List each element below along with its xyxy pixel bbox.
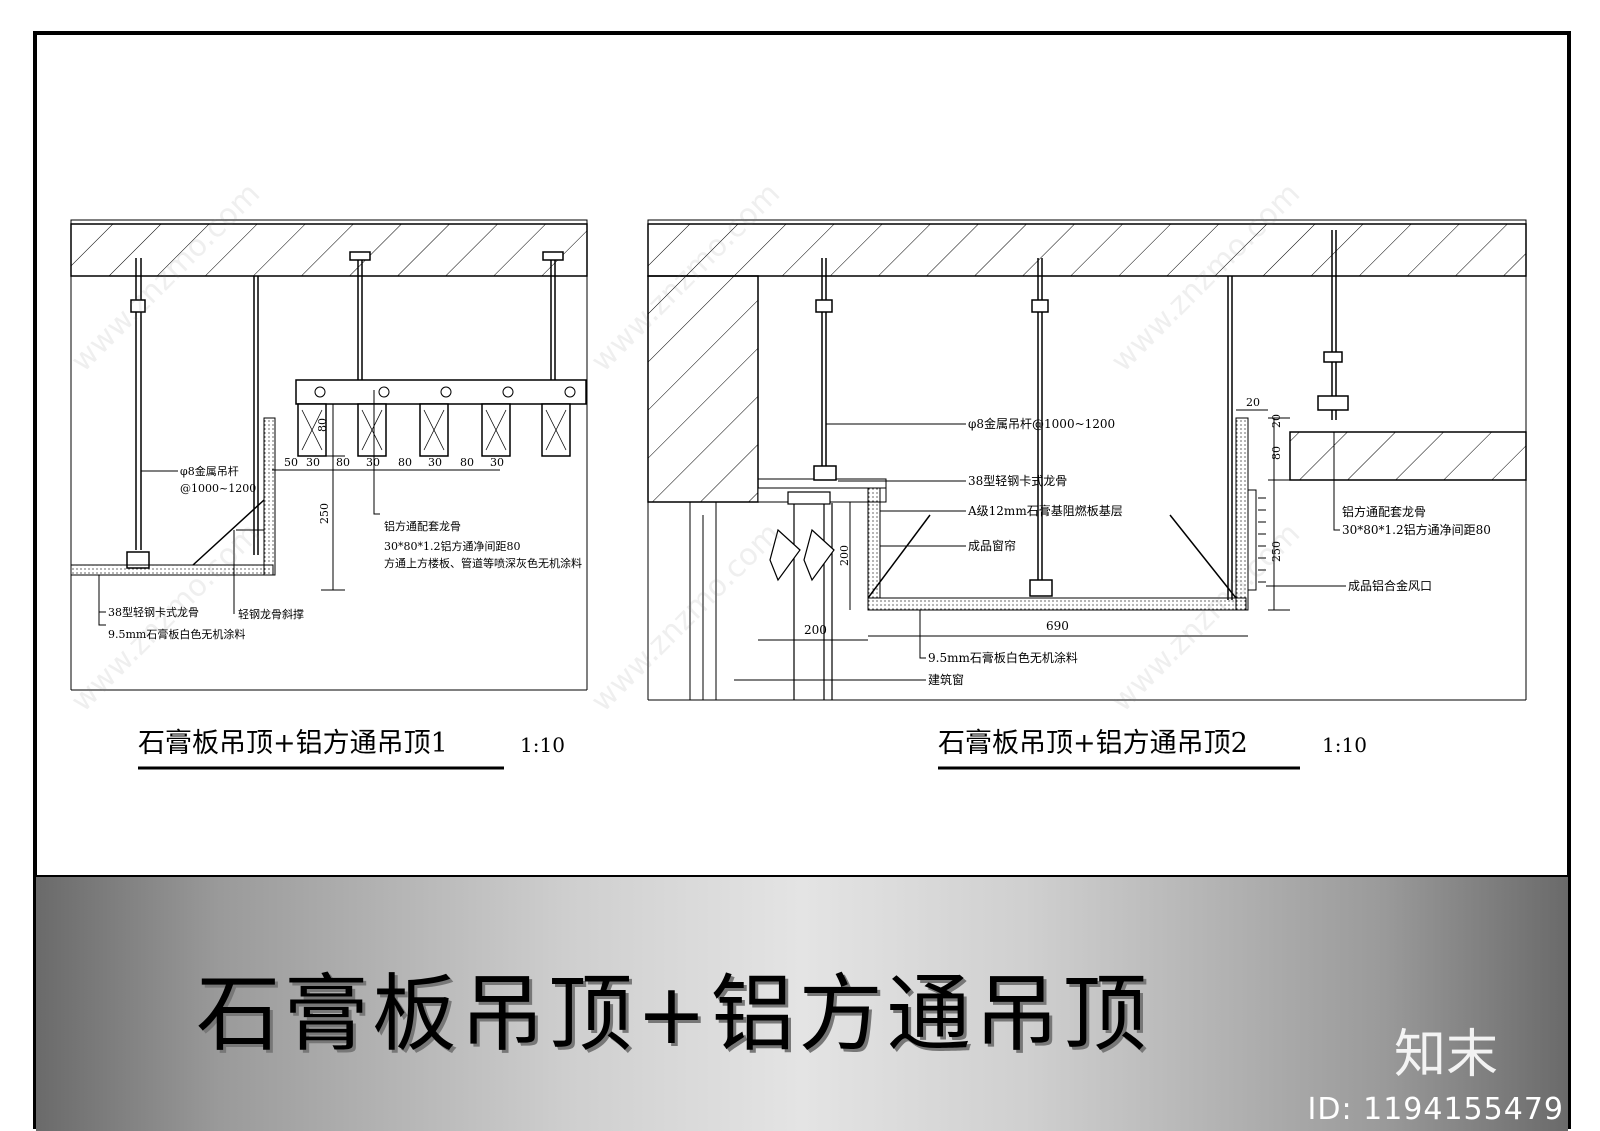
dim-2-6: 690 xyxy=(1046,619,1069,633)
detail-1: 50 30 80 30 80 30 80 30 80 250 φ8金属吊杆 @1… xyxy=(70,219,588,770)
detail-2-dimension-lines xyxy=(758,409,1290,641)
dim-1-9: 250 xyxy=(318,503,331,524)
dim-1-6: 80 xyxy=(460,456,474,469)
d2-label-curtain: 成品窗帘 xyxy=(968,538,1016,553)
d2-label-gypsum: 9.5mm石膏板白色无机涂料 xyxy=(928,650,1078,665)
dim-1-7: 30 xyxy=(490,456,504,469)
detail-1-hanger-rods xyxy=(126,251,564,569)
detail-2-scale: 1:10 xyxy=(1322,733,1367,757)
dim-2-5: 200 xyxy=(804,623,827,637)
detail-1-dimension-lines xyxy=(272,404,500,591)
detail-1-scale: 1:10 xyxy=(520,733,565,757)
d1-label-gypsum: 9.5mm石膏板白色无机涂料 xyxy=(108,627,245,641)
d2-label-board: A级12mm石膏基阻燃板基层 xyxy=(967,503,1123,518)
d1-label-rod-spacing: @1000~1200 xyxy=(180,482,256,495)
detail-1-frame xyxy=(70,219,588,690)
detail-1-vertical-board xyxy=(263,417,276,576)
d2-label-alu-keel: 铝方通配套龙骨 xyxy=(1342,504,1426,519)
dim-1-3: 30 xyxy=(366,456,380,469)
d2-label-keel38: 38型轻钢卡式龙骨 xyxy=(968,474,1067,488)
asset-id: ID: 1194155479 xyxy=(1307,1092,1564,1127)
detail-2-alu-tube xyxy=(1289,431,1527,481)
d2-label-vent: 成品铝合金风口 xyxy=(1348,578,1432,593)
dim-2-0: 20 xyxy=(1246,396,1260,409)
dim-2-3: 250 xyxy=(1270,541,1283,562)
d1-label-brace: 轻钢龙骨斜撑 xyxy=(238,607,304,621)
dim-2-1: 20 xyxy=(1270,414,1283,428)
detail-1-alu-tubes xyxy=(297,403,571,457)
d2-label-window: 建筑窗 xyxy=(928,672,964,687)
detail-2-vent xyxy=(1247,489,1266,591)
dim-1-2: 80 xyxy=(336,456,350,469)
dim-1-0: 50 xyxy=(284,456,298,469)
d2-label-alu-spec: 30*80*1.2铝方通净间距80 xyxy=(1342,522,1491,537)
detail-1-gypsum-board xyxy=(70,564,274,576)
d1-label-rod: φ8金属吊杆 xyxy=(180,464,239,478)
detail-1-slab xyxy=(70,223,588,277)
title-banner: 石膏板吊顶+铝方通吊顶 知末 ID: 1194155479 xyxy=(36,877,1568,1131)
dim-1-1: 30 xyxy=(306,456,320,469)
detail-2-curtain-pocket xyxy=(867,487,881,599)
brand-logo: 知末 xyxy=(1393,1025,1498,1085)
detail-2-hanger-rods xyxy=(813,230,1349,600)
dim-1-4: 80 xyxy=(398,456,412,469)
detail-2-slab xyxy=(647,223,1527,277)
detail-2-curtain xyxy=(769,491,835,700)
detail-2-title: 石膏板吊顶+铝方通吊顶2 xyxy=(938,728,1248,759)
dim-1-5: 30 xyxy=(428,456,442,469)
banner-title: 石膏板吊顶+铝方通吊顶 xyxy=(196,965,1151,1063)
detail-2-wall xyxy=(647,275,759,503)
dim-2-4: 200 xyxy=(838,545,851,566)
dim-1-8: 80 xyxy=(316,418,329,432)
detail-1-title: 石膏板吊顶+铝方通吊顶1 xyxy=(138,728,448,759)
detail-2: 20 20 80 250 200 200 690 φ8金属吊杆@1000~120… xyxy=(647,219,1527,770)
d1-label-alu-keel: 铝方通配套龙骨 xyxy=(384,519,461,533)
d1-label-alu-note: 方通上方楼板、管道等喷深灰色无机涂料 xyxy=(384,556,582,570)
d1-label-keel38: 38型轻钢卡式龙骨 xyxy=(108,605,199,619)
d2-label-rod: φ8金属吊杆@1000~1200 xyxy=(968,416,1115,431)
d1-label-alu-spec: 30*80*1.2铝方通净间距80 xyxy=(384,539,521,553)
dim-2-2: 80 xyxy=(1270,446,1283,460)
